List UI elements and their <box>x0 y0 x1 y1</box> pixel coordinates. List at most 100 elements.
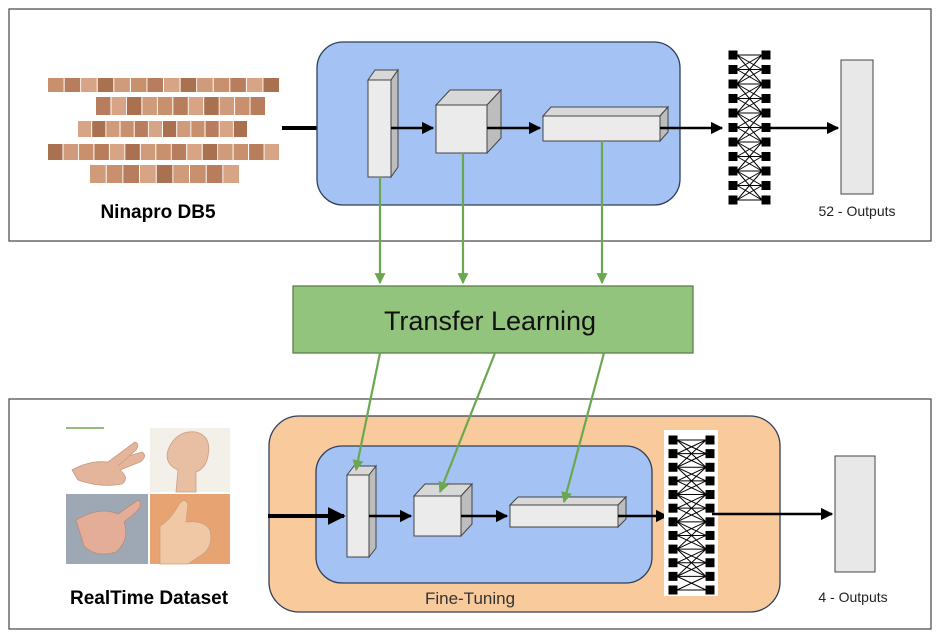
ninapro-thumbnail <box>126 97 142 115</box>
bottom-fully-connected-graph <box>668 435 715 595</box>
ninapro-thumbnail <box>164 78 180 92</box>
ninapro-thumbnail <box>230 78 246 92</box>
ninapro-thumbnail <box>94 144 109 160</box>
ninapro-thumbnail <box>111 97 126 115</box>
fc-connection <box>736 83 763 99</box>
fc-connection <box>736 112 763 128</box>
ninapro-thumbnail <box>125 144 140 160</box>
fc-neuron <box>761 108 771 118</box>
fc-connection <box>736 54 763 85</box>
fc-neuron <box>668 558 678 568</box>
bottom-outputs-label: 4 - Outputs <box>818 589 887 605</box>
ninapro-thumbnail <box>130 78 147 92</box>
transfer-arrow-out-2 <box>438 352 497 494</box>
fc-connection <box>736 170 763 186</box>
fc-connection <box>676 466 707 482</box>
fc-connection <box>676 521 707 550</box>
fc-connection <box>736 54 763 70</box>
fc-neuron <box>728 50 738 60</box>
ninapro-thumbnail <box>171 144 187 160</box>
ninapro-gesture-image <box>48 78 279 183</box>
ninapro-thumbnail <box>156 144 171 160</box>
fc-neuron <box>728 137 738 147</box>
ninapro-dataset-label: Ninapro DB5 <box>100 202 216 223</box>
ninapro-thumbnail <box>177 121 191 137</box>
ninapro-thumbnail <box>219 121 233 137</box>
realtime-gesture-photos <box>66 427 230 565</box>
fc-connection <box>676 466 707 495</box>
ninapro-thumbnail <box>48 144 63 160</box>
fc-neuron <box>705 490 715 500</box>
fc-neuron <box>705 462 715 472</box>
ninapro-thumbnail <box>180 78 197 92</box>
ninapro-thumbnail <box>120 121 134 137</box>
bottom-dense-layer <box>508 495 628 529</box>
ninapro-thumbnail <box>190 165 206 183</box>
fc-neuron <box>728 181 738 190</box>
ninapro-thumbnail <box>202 144 218 160</box>
fc-connection <box>676 494 707 509</box>
fc-neuron <box>728 195 738 205</box>
ninapro-thumbnail <box>147 78 163 92</box>
ninapro-thumbnail <box>96 97 111 115</box>
ninapro-thumbnail <box>78 144 94 160</box>
ninapro-thumbnail <box>81 78 97 92</box>
fc-neuron <box>761 94 771 103</box>
fc-neuron <box>705 585 715 595</box>
fc-neuron <box>728 166 738 176</box>
ninapro-thumbnail <box>140 165 156 183</box>
ninapro-thumbnail <box>90 165 106 183</box>
ninapro-thumbnail <box>204 97 219 115</box>
fc-neuron <box>728 108 738 118</box>
ninapro-thumbnail <box>197 78 213 92</box>
fc-neuron <box>761 181 771 190</box>
fc-neuron <box>705 449 715 459</box>
fc-neuron <box>705 517 715 527</box>
fc-neuron <box>668 517 678 527</box>
fc-connection <box>676 480 707 495</box>
top-fully-connected-graph <box>728 50 771 205</box>
ninapro-thumbnail <box>140 144 156 160</box>
fc-neuron <box>761 166 771 176</box>
ninapro-thumbnail <box>63 144 78 160</box>
fc-neuron <box>705 503 715 513</box>
fc-neuron <box>668 435 678 445</box>
ninapro-thumbnail <box>173 97 188 115</box>
fc-neuron <box>761 123 771 132</box>
fc-neuron <box>761 137 771 147</box>
fc-connection <box>736 127 763 143</box>
fc-neuron <box>705 530 715 540</box>
fc-connection <box>736 112 763 143</box>
ninapro-thumbnail <box>123 165 139 183</box>
ninapro-thumbnail <box>48 78 64 92</box>
ninapro-thumbnail <box>109 144 125 160</box>
transfer-learning-label: Transfer Learning <box>384 306 596 336</box>
bottom-panel: RealTime Dataset Fine-Tuning <box>8 398 932 630</box>
transfer-learning-box: Transfer Learning <box>292 285 694 354</box>
ninapro-thumbnail <box>106 121 120 137</box>
ninapro-thumbnail <box>114 78 130 92</box>
ninapro-thumbnail <box>219 97 235 115</box>
fc-neuron <box>668 585 678 595</box>
fine-tuning-label: Fine-Tuning <box>425 589 515 608</box>
ninapro-thumbnail <box>191 121 205 137</box>
realtime-dataset-label: RealTime Dataset <box>70 588 229 609</box>
fc-neuron <box>705 435 715 445</box>
ninapro-thumbnail <box>205 121 219 137</box>
top-conv-layer-2 <box>434 88 503 155</box>
fc-neuron <box>761 152 771 161</box>
fc-neuron <box>728 65 738 74</box>
fc-connection <box>736 185 763 201</box>
fc-connection <box>676 575 707 591</box>
ninapro-thumbnail <box>78 121 92 137</box>
ninapro-thumbnail <box>235 97 250 115</box>
transfer-arrow-out-3 <box>561 352 606 504</box>
fc-connection <box>676 439 707 455</box>
ninapro-thumbnail <box>233 144 249 160</box>
ninapro-thumbnail <box>106 165 123 183</box>
fc-neuron <box>705 558 715 568</box>
fc-neuron <box>705 544 715 554</box>
ninapro-thumbnail <box>263 78 279 92</box>
fc-neuron <box>705 571 715 581</box>
